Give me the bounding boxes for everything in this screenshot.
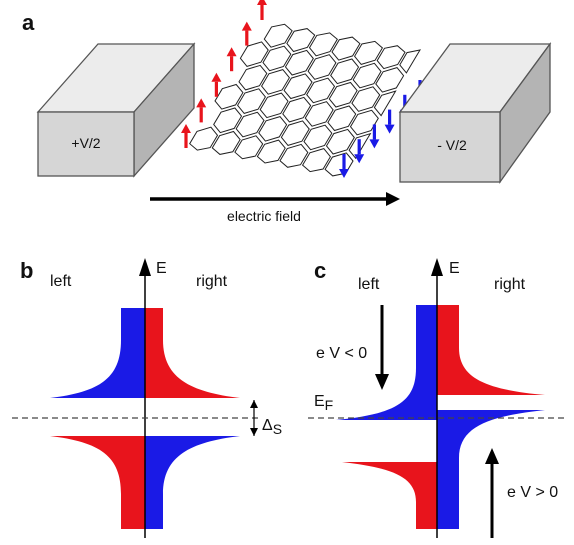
hex-cell bbox=[375, 67, 405, 93]
hex-cell bbox=[259, 92, 289, 119]
left-electrode: +V/2 bbox=[36, 42, 196, 178]
right-electrode-front bbox=[399, 111, 501, 183]
hex-cell bbox=[258, 116, 288, 142]
panel-c: c left right E EF e V < 0 e V > 0 bbox=[308, 258, 565, 538]
panel-b-lower-band-left bbox=[50, 436, 145, 529]
hex-cell bbox=[330, 58, 360, 85]
hex-cell bbox=[376, 45, 406, 70]
panel-c-label: c bbox=[314, 258, 326, 283]
hex-cell bbox=[283, 73, 313, 100]
hex-cell bbox=[301, 148, 332, 173]
hex-cell bbox=[307, 54, 337, 80]
hex-cell bbox=[328, 81, 358, 108]
hex-cell bbox=[399, 49, 422, 74]
hex-cell bbox=[236, 88, 267, 114]
hex-cell bbox=[260, 69, 291, 95]
hex-cell bbox=[279, 143, 309, 168]
spin-down-arrow bbox=[384, 109, 395, 134]
panel-b-label: b bbox=[20, 258, 33, 283]
panel-c-upper-band-right bbox=[437, 305, 545, 395]
spin-up-arrow bbox=[196, 98, 207, 123]
panel-c-lower-band-right bbox=[437, 410, 545, 529]
right-electrode: - V/2 bbox=[398, 42, 552, 185]
panel-c-axis-arrowhead bbox=[431, 258, 443, 276]
hex-cell bbox=[214, 83, 244, 110]
hex-cell bbox=[373, 90, 397, 117]
spin-up-arrow bbox=[241, 21, 252, 46]
panel-b: b left right E ΔS bbox=[12, 258, 282, 538]
panel-c-axis-label: E bbox=[449, 260, 460, 277]
hex-cell bbox=[304, 101, 334, 127]
hex-cell bbox=[286, 28, 316, 53]
hex-cell bbox=[327, 105, 357, 132]
spin-up-arrow bbox=[181, 124, 191, 148]
panel-c-right-label: right bbox=[494, 276, 526, 293]
panel-b-axis-arrowhead bbox=[139, 258, 151, 276]
spin-down-arrow bbox=[339, 154, 349, 178]
hex-cell bbox=[308, 32, 338, 57]
hex-cell bbox=[235, 111, 265, 138]
hex-cell bbox=[213, 107, 243, 134]
left-electrode-label: +V/2 bbox=[71, 135, 100, 151]
electric-field-arrowhead bbox=[386, 192, 400, 206]
panel-b-upper-band-right bbox=[145, 308, 240, 398]
panel-b-upper-band-left bbox=[50, 308, 145, 398]
hex-cell bbox=[351, 86, 381, 112]
panel-c-fermi-label: EF bbox=[314, 393, 333, 413]
hex-cell bbox=[256, 139, 286, 164]
hex-cell bbox=[234, 135, 264, 160]
right-electrode-label: - V/2 bbox=[437, 137, 467, 153]
panel-b-gap-label: ΔS bbox=[262, 417, 282, 437]
panel-b-left-label: left bbox=[50, 273, 72, 290]
hex-cell bbox=[280, 120, 310, 146]
hex-cell bbox=[353, 40, 384, 65]
panel-b-lower-band-right bbox=[145, 436, 240, 529]
panel-c-bias-up-label: e V > 0 bbox=[507, 484, 558, 501]
panel-b-axis-label: E bbox=[156, 260, 167, 277]
spin-up-arrow bbox=[257, 0, 267, 20]
left-electrode-front bbox=[37, 111, 135, 177]
hex-cell bbox=[306, 77, 336, 104]
spin-up-arrow bbox=[226, 47, 237, 72]
hex-cell bbox=[352, 62, 382, 89]
panel-c-left-label: left bbox=[358, 276, 380, 293]
hex-cell bbox=[238, 64, 268, 91]
spin-down-arrow bbox=[354, 139, 365, 164]
graphene-ribbon bbox=[186, 20, 422, 178]
panel-a-label: a bbox=[22, 10, 35, 35]
panel-c-bias-down-label: e V < 0 bbox=[316, 345, 367, 362]
hex-cell bbox=[239, 41, 269, 67]
hex-cell bbox=[303, 124, 333, 151]
hex-cell bbox=[263, 23, 293, 48]
spin-up-arrows bbox=[181, 0, 267, 148]
hex-cell bbox=[331, 36, 361, 61]
electric-field-label: electric field bbox=[227, 208, 301, 224]
spin-down-arrow bbox=[369, 124, 380, 149]
hex-cell bbox=[349, 109, 379, 136]
spin-up-arrow bbox=[211, 72, 222, 97]
hex-cell bbox=[282, 96, 312, 123]
panel-c-lower-band-left bbox=[342, 462, 437, 529]
panel-b-right-label: right bbox=[196, 273, 228, 290]
hex-cell bbox=[262, 45, 292, 72]
hex-cell bbox=[189, 126, 219, 151]
hex-cell bbox=[211, 130, 241, 155]
hex-cell bbox=[325, 128, 355, 155]
panel-a: a +V/2 - V/2 electric field bbox=[22, 0, 552, 224]
panel-c-upper-band-left bbox=[336, 305, 437, 420]
hex-cell bbox=[284, 49, 314, 76]
